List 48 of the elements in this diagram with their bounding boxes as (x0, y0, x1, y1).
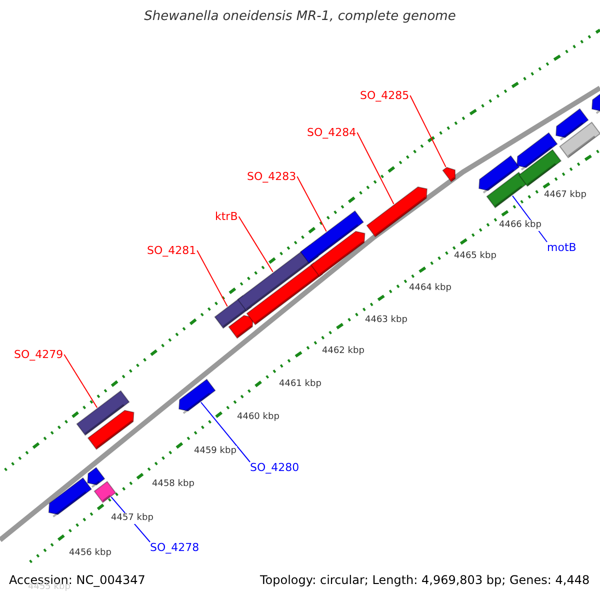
gene-label: SO_4280 (250, 462, 300, 473)
gene-feature (556, 108, 589, 141)
scale-label: 4458 kbp (151, 479, 196, 490)
leader-line (356, 132, 394, 204)
leader-line (196, 250, 228, 307)
leader-line (64, 354, 98, 408)
scale-label: 4459 kbp (193, 446, 238, 457)
gene-label: SO_4283 (247, 171, 296, 182)
gene-feature (366, 186, 428, 238)
gene-label: SO_4278 (150, 542, 200, 553)
title: Shewanella oneidensis MR-1, complete genome (143, 10, 457, 23)
gene-label: SO_4279 (14, 349, 64, 360)
gene-feature (516, 132, 558, 171)
gene-feature (300, 210, 364, 264)
scale-label: 4463 kbp (364, 315, 408, 326)
gene-label: SO_4284 (307, 127, 356, 138)
leader-line (238, 216, 274, 272)
leader-line (200, 402, 250, 462)
gene-feature (87, 466, 106, 488)
gene-feature (48, 477, 92, 518)
gene-feature (76, 390, 130, 436)
gene-feature (87, 410, 134, 450)
footer-text: Topology: circular; Length: 4,969,803 bp; Genes: 4,448 (260, 574, 590, 586)
scale-label: 4467 kbp (543, 190, 588, 201)
leader-line (410, 95, 446, 168)
gene-feature (228, 314, 254, 339)
gene-feature (486, 172, 528, 208)
gene-feature (442, 166, 456, 182)
scale-label: 4461 kbp (278, 379, 322, 390)
scale-label: 4457 kbp (110, 513, 154, 524)
scale-label: 4455 kbp (28, 583, 70, 592)
scale-label: 4465 kbp (453, 251, 498, 262)
scale-label: 4460 kbp (236, 412, 280, 423)
scale-label: 4462 kbp (321, 346, 366, 357)
scale-label: 4466 kbp (498, 220, 542, 231)
gene-label: motB (547, 242, 576, 253)
gene-feature (478, 155, 520, 194)
leader-line (296, 176, 327, 232)
gene-label: SO_4281 (147, 245, 196, 256)
gene-feature (178, 378, 216, 414)
gene-feature (559, 122, 600, 158)
gene-label: SO_4285 (360, 90, 410, 101)
gene-feature (94, 480, 116, 504)
scale-label: 4464 kbp (408, 283, 452, 294)
gene-feature (310, 230, 366, 277)
gene-label: ktrB (215, 211, 238, 222)
gene-feature (518, 149, 562, 187)
scale-label: 4456 kbp (68, 548, 112, 559)
